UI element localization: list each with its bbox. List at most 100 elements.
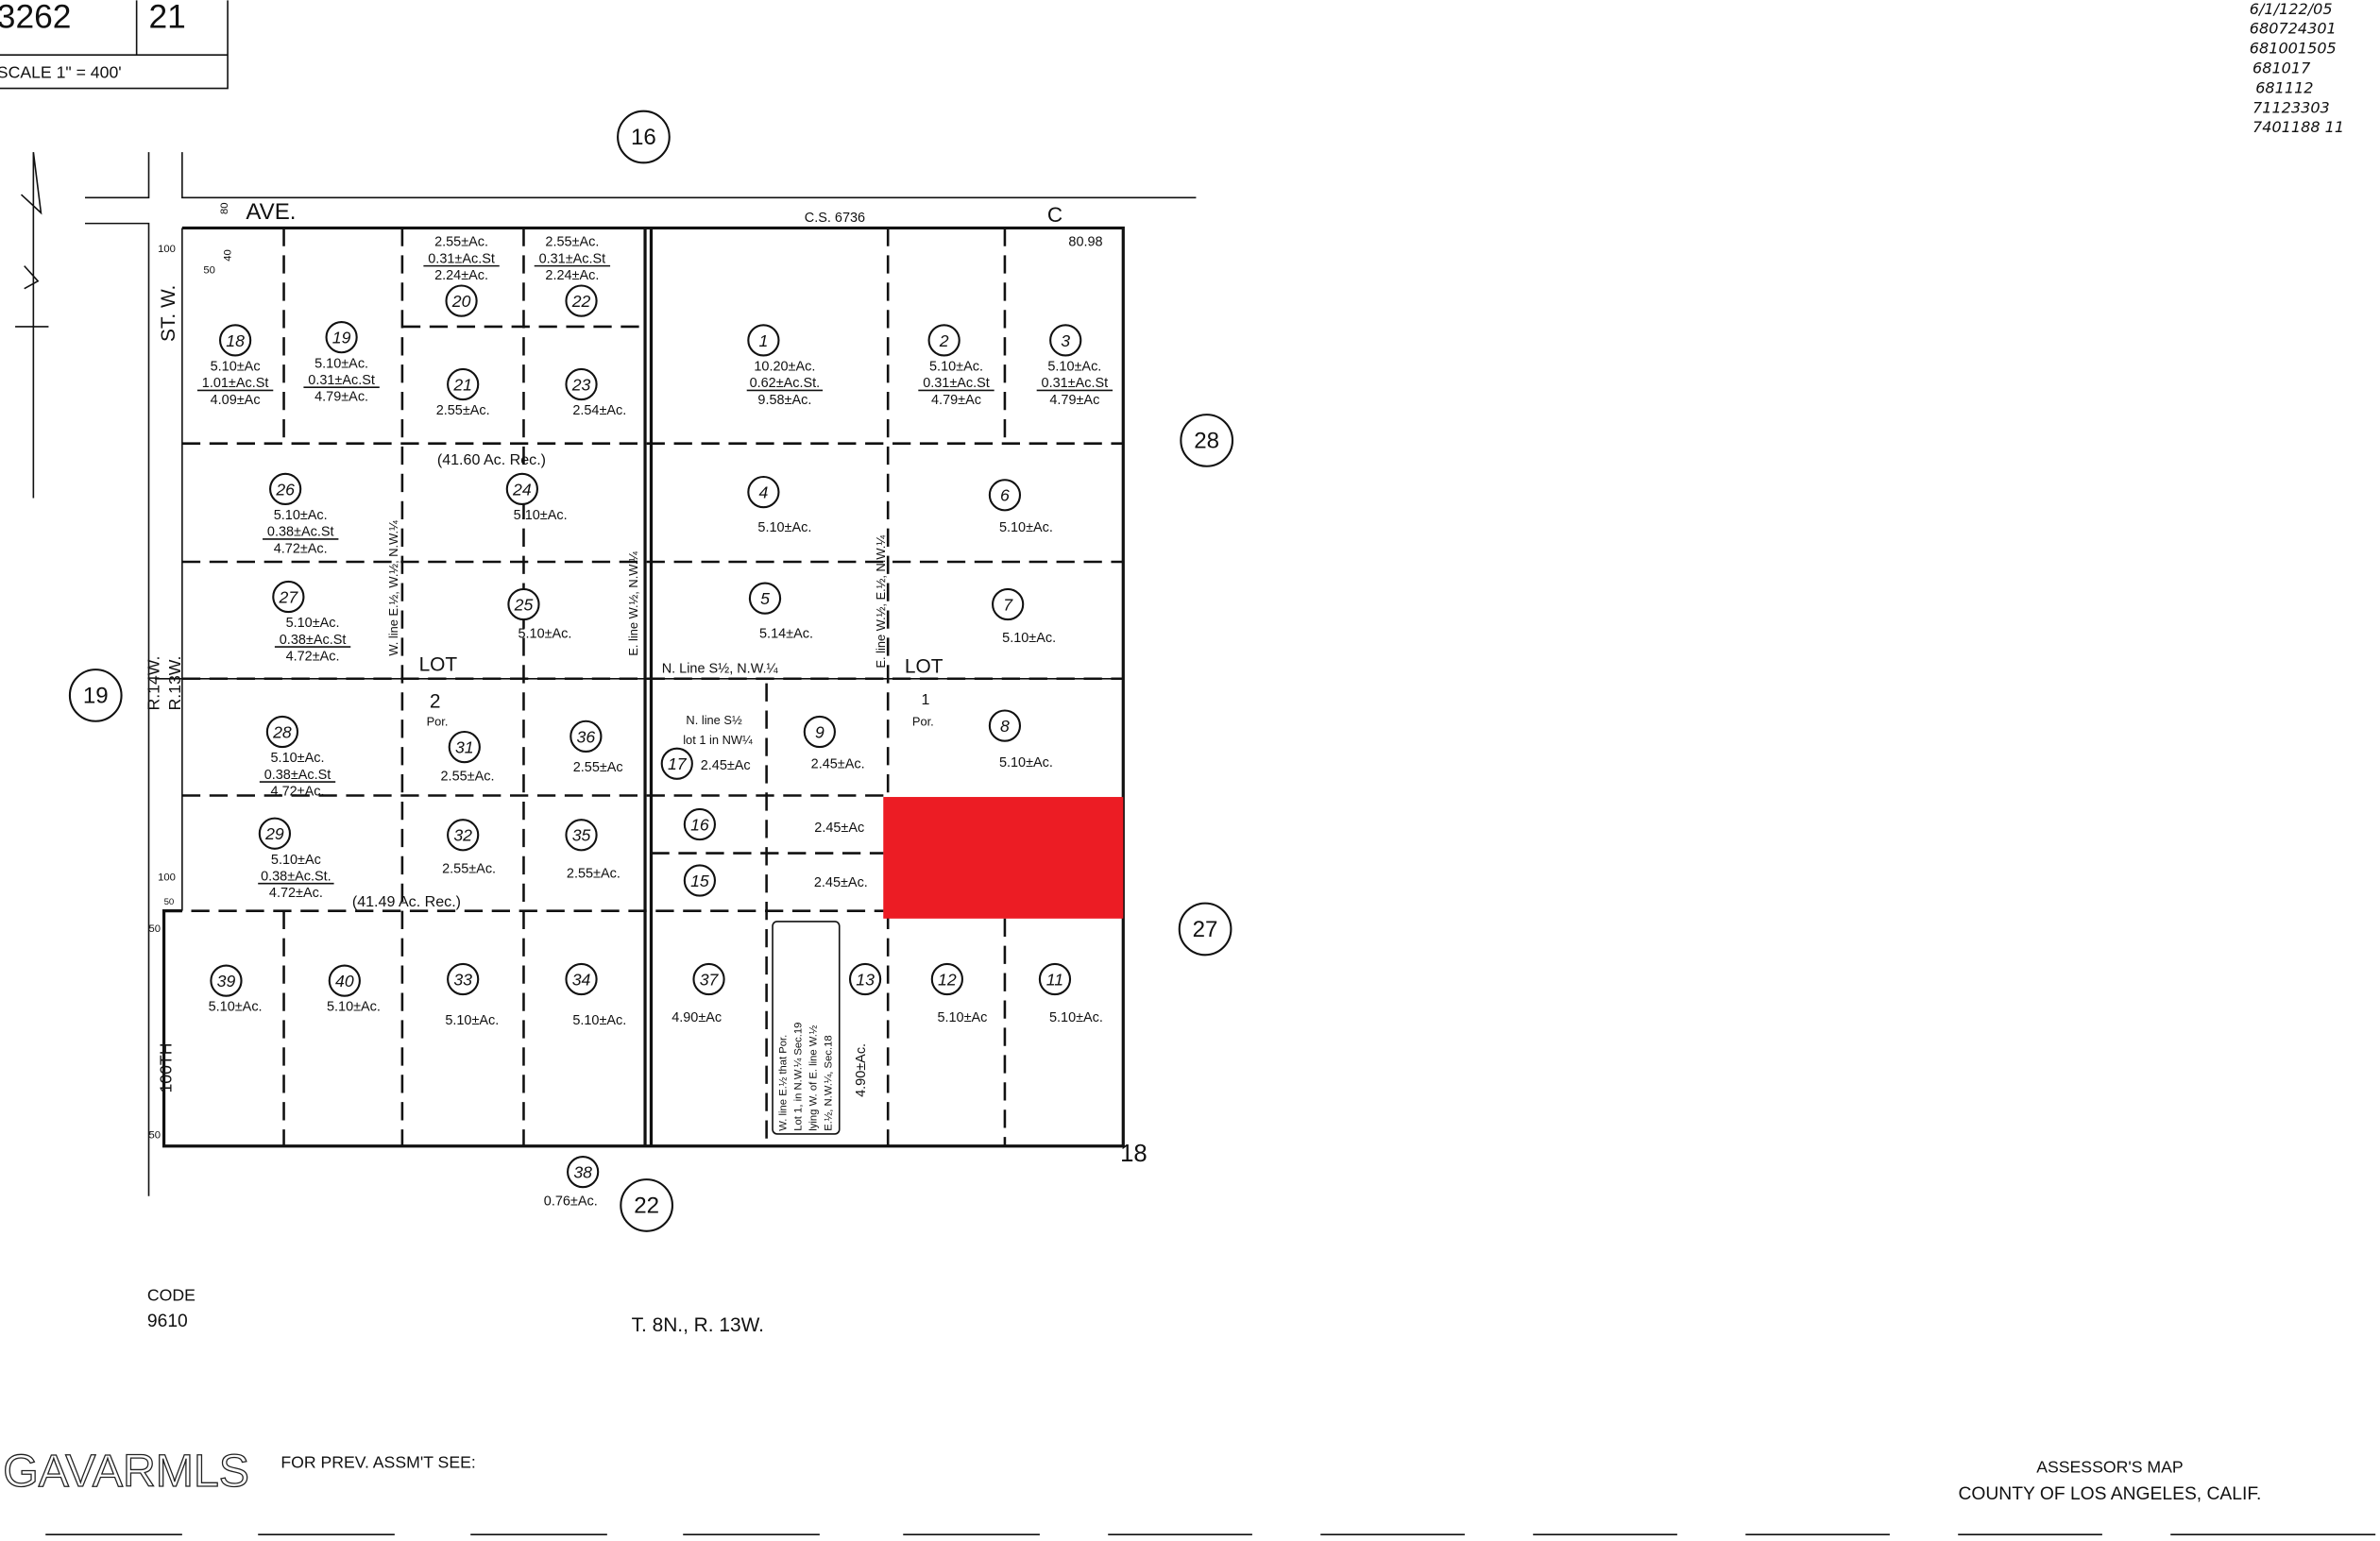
parcel-7[interactable]: 75.10±Ac. bbox=[992, 587, 1056, 646]
parcel-6[interactable]: 65.10±Ac. bbox=[988, 479, 1053, 535]
line-note-box bbox=[772, 921, 841, 1135]
lot-label: LOT bbox=[905, 655, 944, 677]
parcel-19[interactable]: 195.10±Ac.0.31±Ac.St4.79±Ac. bbox=[303, 321, 380, 405]
recording-note: 7401188 11 bbox=[2252, 118, 2344, 136]
parcel-number: 20 bbox=[451, 292, 471, 311]
parcel-4[interactable]: 45.10±Ac. bbox=[747, 475, 811, 535]
parcel-21[interactable]: 212.55±Ac. bbox=[436, 367, 490, 418]
parcel-number-circle bbox=[803, 715, 836, 749]
parcel-34[interactable]: 345.10±Ac. bbox=[565, 962, 626, 1028]
parcel-acreage: 5.10±Ac. bbox=[1047, 360, 1101, 375]
parcel-number: 16 bbox=[690, 815, 709, 834]
lot-label: LOT bbox=[419, 654, 458, 676]
parcel-5[interactable]: 55.14±Ac. bbox=[748, 582, 813, 642]
line-note: W. line E.½ that Por. bbox=[778, 1035, 790, 1131]
parcel-number-circle bbox=[265, 715, 299, 749]
parcel-33[interactable]: 335.10±Ac. bbox=[445, 962, 499, 1028]
parcel-acreage: 4.90±Ac. bbox=[854, 1043, 869, 1097]
parcel-8[interactable]: 85.10±Ac. bbox=[988, 709, 1053, 770]
dimension-label: 80 bbox=[219, 202, 230, 214]
parcel-acreage: 2.55±Ac. bbox=[434, 235, 488, 250]
parcel-number: 26 bbox=[275, 480, 295, 499]
parcel-acreage: 5.10±Ac bbox=[271, 853, 321, 868]
parcel-35[interactable]: 352.55±Ac. bbox=[565, 819, 620, 881]
parcel-36[interactable]: 362.55±Ac bbox=[570, 720, 623, 775]
parcel-acreage: 2.55±Ac. bbox=[436, 403, 490, 418]
parcel-acreage: 5.10±Ac. bbox=[209, 1000, 263, 1015]
portion-label: Por. bbox=[912, 715, 934, 729]
tax-code: 9610 bbox=[147, 1312, 188, 1331]
parcel-28[interactable]: 285.10±Ac.0.38±Ac.St4.72±Ac. bbox=[259, 715, 336, 800]
parcel-acreage: 0.38±Ac.St. bbox=[261, 870, 332, 885]
parcel-22[interactable]: 222.55±Ac.0.31±Ac.St2.24±Ac. bbox=[534, 235, 611, 317]
parcel-number: 18 bbox=[226, 331, 245, 350]
parcel-2[interactable]: 25.10±Ac.0.31±Ac.St4.79±Ac bbox=[918, 324, 994, 408]
dimension-label: 50 bbox=[203, 265, 215, 277]
parcel-40[interactable]: 40 5.10±Ac. bbox=[327, 964, 381, 1015]
parcel-39[interactable]: 39 5.10±Ac. bbox=[209, 964, 263, 1015]
parcel-32[interactable]: 322.55±Ac. bbox=[442, 819, 496, 876]
parcel-number-circle bbox=[447, 819, 480, 852]
parcel-number-circle bbox=[445, 284, 478, 317]
map-book-number: 3262 bbox=[0, 0, 71, 35]
section-number: 18 bbox=[1120, 1141, 1148, 1167]
parcel-acreage: 4.72±Ac. bbox=[271, 785, 325, 800]
parcel-31[interactable]: 312.55±Ac. bbox=[441, 730, 495, 784]
parcel-number: 24 bbox=[512, 480, 532, 499]
parcel-acreage: 5.10±Ac. bbox=[757, 520, 811, 535]
parcel-number-circle bbox=[565, 367, 598, 401]
parcel-20[interactable]: 202.55±Ac.0.31±Ac.St2.24±Ac. bbox=[423, 235, 500, 317]
recording-notes: 6/1/122/05 680724301 681001505 681017 68… bbox=[2250, 0, 2344, 136]
parcel-11[interactable]: 115.10±Ac. bbox=[1038, 962, 1103, 1025]
parcel-18[interactable]: 185.10±Ac1.01±Ac.St4.09±Ac bbox=[196, 324, 274, 408]
parcel-number: 23 bbox=[571, 375, 591, 394]
parcel-number-circle bbox=[930, 962, 963, 996]
parcel-acreage: 1.01±Ac.St bbox=[202, 376, 269, 391]
recording-note: 680724301 bbox=[2250, 20, 2337, 38]
parcel-3[interactable]: 35.10±Ac.0.31±Ac.St4.79±Ac bbox=[1036, 324, 1114, 408]
parcel-number-circle bbox=[328, 964, 361, 997]
parcel-number: 3 bbox=[1061, 331, 1070, 350]
line-note: E. line W.½, E.½, N.W.¼ bbox=[874, 535, 888, 669]
watermark-logo: GAVARMLS bbox=[3, 1446, 249, 1497]
parcel-number: 36 bbox=[577, 727, 596, 746]
parcel-number-circle bbox=[927, 324, 960, 357]
parcel-number: 39 bbox=[217, 972, 236, 991]
recording-note: 6/1/122/05 bbox=[2250, 0, 2333, 18]
parcel-acreage: 5.10±Ac. bbox=[327, 1000, 381, 1015]
previous-assessment-note: FOR PREV. ASSM'T SEE: bbox=[280, 1452, 476, 1471]
parcel-25[interactable]: 255.10±Ac. bbox=[507, 587, 571, 641]
parcel-acreage: 5.10±Ac bbox=[211, 360, 261, 375]
dimension-label: 100 bbox=[158, 872, 176, 884]
parcel-acreage: 0.31±Ac.St bbox=[539, 251, 606, 266]
highlighted-parcel-fill bbox=[883, 797, 1124, 919]
parcel-24[interactable]: 245.10±Ac. bbox=[505, 472, 568, 523]
parcel-9[interactable]: 92.45±Ac. bbox=[803, 715, 865, 772]
parcel-13[interactable]: 13 4.90±Ac. bbox=[848, 962, 882, 1097]
parcel-number: 13 bbox=[856, 970, 875, 989]
parcel-23[interactable]: 232.54±Ac. bbox=[565, 367, 626, 418]
parcel-29[interactable]: 295.10±Ac0.38±Ac.St.4.72±Ac. bbox=[258, 817, 334, 902]
parcel-number-circle bbox=[567, 1155, 600, 1189]
parcel-number: 40 bbox=[335, 972, 354, 991]
parcel-acreage: 0.31±Ac.St bbox=[923, 376, 990, 391]
assessor-map-title: ASSESSOR'S MAP bbox=[2036, 1457, 2183, 1476]
line-note: W. line E.½, W.½, N.W.¼ bbox=[386, 520, 400, 656]
parcel-37[interactable]: 374.90±Ac bbox=[672, 962, 725, 1025]
parcel-1[interactable]: 110.20±Ac.0.62±Ac.St.9.58±Ac. bbox=[746, 324, 824, 408]
parcel-number-circle bbox=[848, 962, 882, 996]
parcel-number: 11 bbox=[1046, 970, 1063, 989]
parcel-26[interactable]: 265.10±Ac.0.38±Ac.St4.72±Ac. bbox=[263, 472, 339, 557]
adjacent-section: 22 bbox=[634, 1193, 659, 1218]
parcel-38[interactable]: 380.76±Ac. bbox=[544, 1155, 600, 1209]
map-header-box: 3262 21 SCALE 1" = 400' bbox=[0, 0, 229, 90]
parcel-12[interactable]: 125.10±Ac bbox=[930, 962, 988, 1025]
parcel-acreage: 5.10±Ac. bbox=[314, 356, 368, 371]
parcel-acreage: 4.79±Ac bbox=[931, 393, 981, 408]
parcel-27[interactable]: 275.10±Ac.0.38±Ac.St4.72±Ac. bbox=[272, 580, 351, 665]
parcel-labels: 185.10±Ac1.01±Ac.St4.09±Ac195.10±Ac.0.31… bbox=[196, 235, 1114, 1209]
